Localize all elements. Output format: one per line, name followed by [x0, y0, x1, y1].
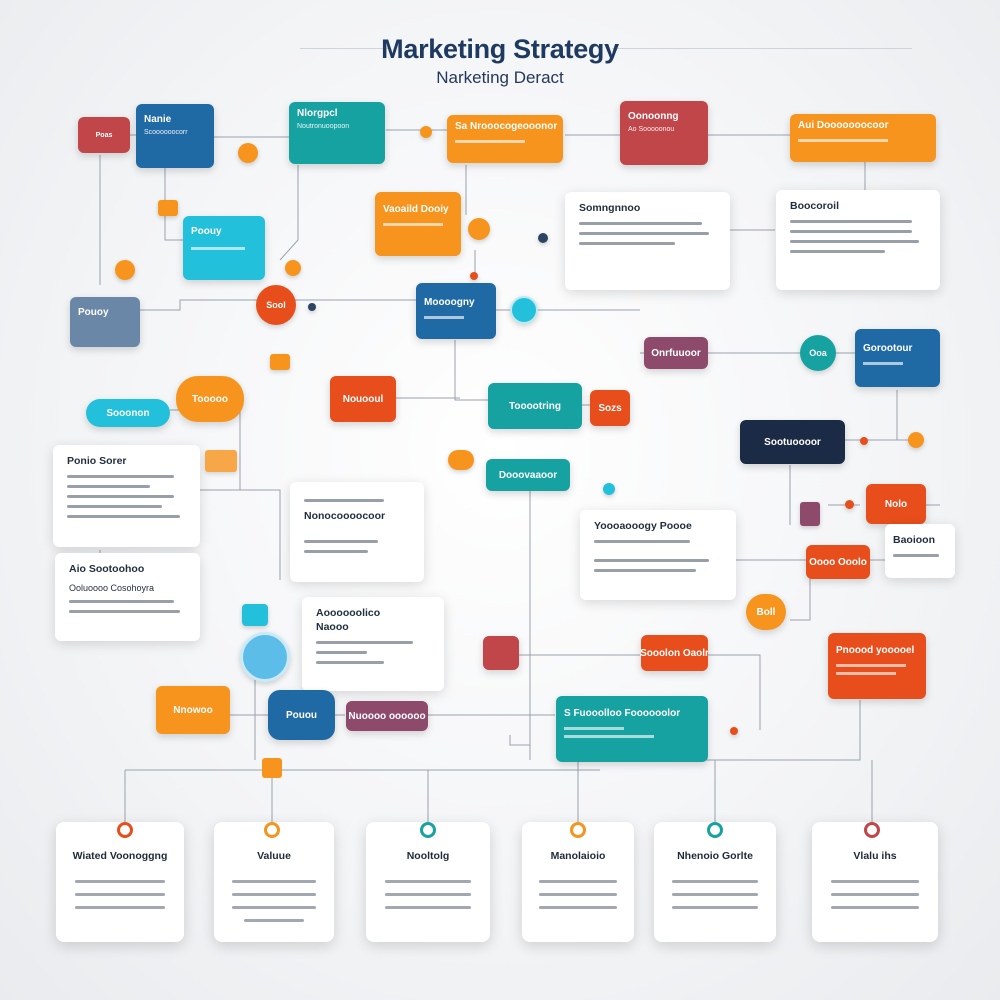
- node-circle-cyan[interactable]: [510, 296, 538, 324]
- node-pnoood-yooooel[interactable]: Pnoood yooooel: [828, 633, 926, 699]
- dot-orange-10: [205, 450, 237, 472]
- card-yoooaooogy-poooe[interactable]: Yoooaooogy Poooe: [580, 510, 736, 600]
- bottom-marker-1: [117, 822, 133, 838]
- dot-orange-6: [908, 432, 924, 448]
- dot-red-3: [845, 500, 854, 509]
- bottom-marker-4: [570, 822, 586, 838]
- card-nonocoooocoor[interactable]: Nonocoooocoor: [290, 482, 424, 582]
- node-sootuoooor[interactable]: Sootuoooor: [740, 420, 845, 464]
- dot-red-4: [730, 727, 738, 735]
- node-crimson-mini[interactable]: [483, 636, 519, 670]
- node-dooovaaoor[interactable]: Dooovaaoor: [486, 459, 570, 491]
- node-moooogny[interactable]: Moooogny: [416, 283, 496, 339]
- node-gorootour[interactable]: Gorootour: [855, 329, 940, 387]
- dot-orange-8: [158, 200, 178, 216]
- card-aio-sootoohoo[interactable]: Aio Sootoohoo Ooluoooo Cosohoyra: [55, 553, 200, 641]
- node-pouou[interactable]: Pouou: [268, 690, 335, 740]
- dot-red-1: [470, 272, 478, 280]
- node-strategy-orange[interactable]: Sa Nrooocogeooonor: [447, 115, 563, 163]
- dot-navy-2: [308, 303, 316, 311]
- card-aoooooolico[interactable]: Aoooooolico Naooo: [302, 597, 444, 691]
- node-nouooul[interactable]: Nouooul: [330, 376, 396, 422]
- node-vaoaild[interactable]: Vaoaild Dooiy: [375, 192, 461, 256]
- dot-red-2: [860, 437, 868, 445]
- bottom-card-3[interactable]: Nooltolg: [366, 822, 490, 942]
- orange-connector-tab: [262, 758, 282, 778]
- node-tooootring[interactable]: Tooootring: [488, 383, 582, 429]
- dot-orange-3: [115, 260, 135, 280]
- page-subtitle: Narketing Deract: [436, 68, 564, 87]
- header-rule-left: [300, 48, 390, 49]
- bottom-marker-3: [420, 822, 436, 838]
- node-poouy[interactable]: Poouy: [183, 216, 265, 280]
- node-oooo-ooolo[interactable]: Oooo Ooolo: [806, 545, 870, 579]
- node-red-small[interactable]: Poas: [78, 117, 130, 153]
- dot-orange-2: [420, 126, 432, 138]
- node-pouoy[interactable]: Pouoy: [70, 297, 140, 347]
- card-ponio-sorer[interactable]: Ponio Sorer: [53, 445, 200, 547]
- node-circle-orange-right[interactable]: Boll: [746, 594, 786, 630]
- node-circle-red[interactable]: Sool: [256, 285, 296, 325]
- card-boocoroil[interactable]: Boocoroil: [776, 190, 940, 290]
- node-circle-teal[interactable]: Ooa: [800, 335, 836, 371]
- node-nlorgpcl[interactable]: Nlorgpcl Noutronuoopoon: [289, 102, 385, 164]
- header-rule-right: [612, 48, 912, 49]
- dot-orange-1: [238, 143, 258, 163]
- bottom-marker-6: [864, 822, 880, 838]
- node-orange-right[interactable]: Aui Dooooooocoor: [790, 114, 936, 162]
- node-sooonon[interactable]: Sooonon: [86, 399, 170, 427]
- page-title: Marketing Strategy: [381, 34, 619, 64]
- bottom-card-1[interactable]: Wiated Voonoggng: [56, 822, 184, 942]
- dot-teal-1: [242, 604, 268, 626]
- node-nanie[interactable]: Nanie Scoooooocorr: [136, 104, 214, 168]
- node-sooolon-oaolr[interactable]: Sooolon Oaolr: [641, 635, 708, 671]
- bottom-card-6[interactable]: Vlalu ihs: [812, 822, 938, 942]
- node-fuooolloo[interactable]: S Fuooolloo Foooooolor: [556, 696, 708, 762]
- bottom-marker-5: [707, 822, 723, 838]
- bottom-marker-2: [264, 822, 280, 838]
- card-baoioon[interactable]: Baoioon: [885, 524, 955, 578]
- card-somngnnoo[interactable]: Somngnnoo: [565, 192, 730, 290]
- bottom-card-2[interactable]: Valuue: [214, 822, 334, 942]
- node-nolo[interactable]: Nolo: [866, 484, 926, 524]
- node-nuoooo[interactable]: Nuoooo oooooo: [346, 701, 428, 731]
- dot-navy-1: [538, 233, 548, 243]
- dot-cyan-1: [603, 483, 615, 495]
- node-tooooo[interactable]: Tooooo: [176, 376, 244, 422]
- bottom-card-5[interactable]: Nhenoio Gorlte: [654, 822, 776, 942]
- dot-orange-7: [448, 450, 474, 470]
- node-nnowoo[interactable]: Nnowoo: [156, 686, 230, 734]
- node-onrfuuoor[interactable]: Onrfuuoor: [644, 337, 708, 369]
- node-oonoonng[interactable]: Oonoonng Ao Sooooonou: [620, 101, 708, 165]
- dot-orange-4: [285, 260, 301, 276]
- node-sozs[interactable]: Sozs: [590, 390, 630, 426]
- dot-orange-9: [270, 354, 290, 370]
- bottom-card-4[interactable]: Manolaioio: [522, 822, 634, 942]
- node-circle-blue[interactable]: [240, 632, 290, 682]
- dot-plum-1: [800, 502, 820, 526]
- dot-orange-5: [468, 218, 490, 240]
